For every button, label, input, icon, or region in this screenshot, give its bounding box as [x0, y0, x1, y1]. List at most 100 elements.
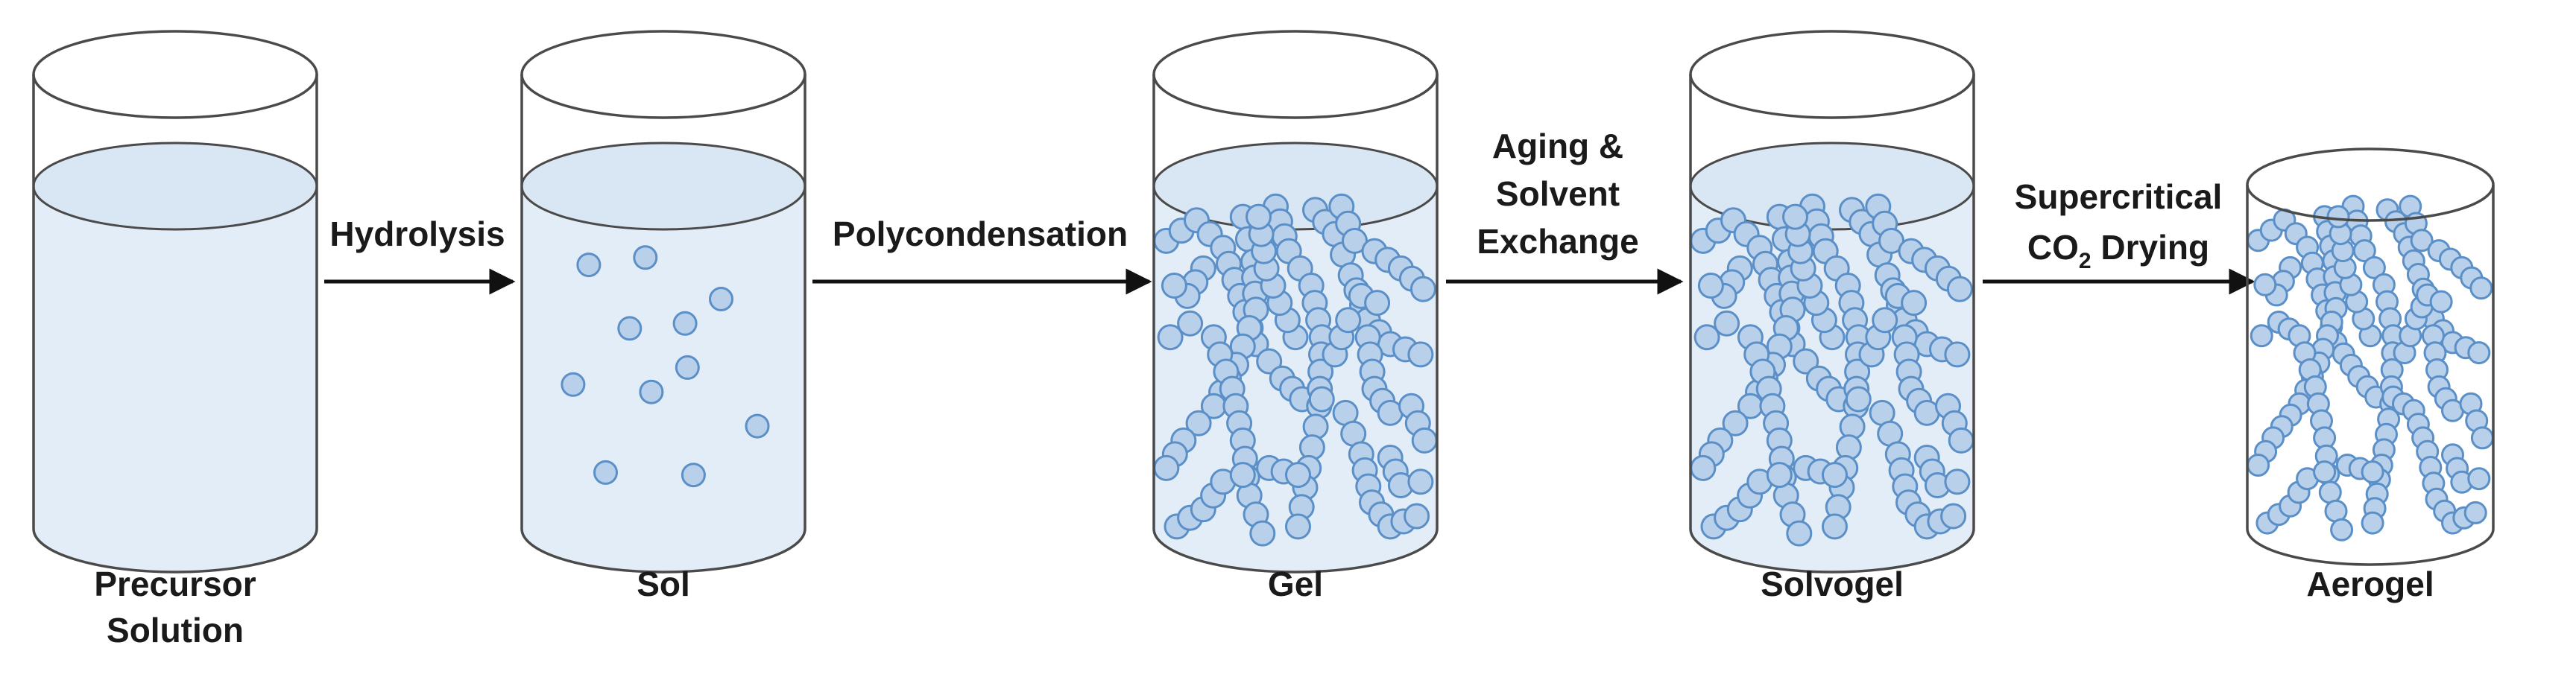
step-aging: Aging & Solvent Exchange — [1446, 127, 1684, 295]
network-particle — [2463, 501, 2487, 524]
beaker-aerogel — [2246, 147, 2495, 566]
network-particle — [1766, 462, 1793, 489]
network-particle — [1308, 386, 1335, 413]
beaker-rim — [1689, 30, 1975, 119]
network-particle — [1256, 348, 1283, 375]
sol-particle — [576, 253, 602, 278]
beaker-precursor — [32, 30, 318, 574]
sol-particle — [639, 379, 664, 404]
sol-particle — [593, 460, 618, 485]
network-particle — [1722, 410, 1749, 436]
step-label-line: Solvent — [1496, 174, 1620, 213]
network-particle — [1185, 410, 1212, 436]
network-particle — [2313, 460, 2337, 484]
step-label-co2-line: CO2 Drying — [2027, 228, 2209, 273]
network-particle — [2470, 426, 2494, 450]
step-label-line: Exchange — [1477, 222, 1638, 261]
network-particle — [2318, 480, 2342, 504]
beaker-solvogel — [1689, 30, 1975, 574]
sol-particle — [617, 316, 643, 341]
network-particle — [1714, 310, 1740, 337]
stage-sol: Sol — [520, 30, 806, 603]
step-hydrolysis: Hydrolysis — [324, 215, 516, 295]
network-particle — [1153, 454, 1180, 481]
network-particle — [1786, 520, 1813, 547]
liquid-surface — [520, 142, 806, 231]
network-particle — [1411, 427, 1438, 454]
network-particle — [1901, 290, 1928, 317]
network-particle — [2467, 467, 2491, 491]
network-particle — [2253, 273, 2277, 296]
sol-particle — [675, 355, 700, 380]
network-particle — [1409, 276, 1436, 302]
beaker-rim — [1152, 30, 1439, 119]
network-particle — [2410, 229, 2434, 253]
network-particle — [2469, 276, 2493, 300]
beaker-gel — [1152, 30, 1439, 574]
sol-particle — [672, 311, 698, 336]
beaker-wall — [2246, 185, 2495, 566]
sol-particle — [633, 245, 658, 270]
stage-gel: Gel — [1152, 30, 1439, 603]
liquid-body — [522, 143, 805, 572]
network-particle — [2467, 341, 2491, 365]
beaker-wall — [32, 74, 318, 574]
step-polycondensation: Polycondensation — [812, 215, 1152, 295]
network-particle — [1690, 454, 1717, 481]
network-particle — [1246, 203, 1272, 230]
stage-label-line: Solvogel — [1761, 565, 1904, 603]
drying-word-text: Drying — [2100, 228, 2209, 267]
network-particle — [1946, 276, 1973, 302]
beaker-wall — [520, 74, 806, 574]
network-particle — [1285, 513, 1311, 540]
sol-particle — [709, 287, 733, 311]
network-particle — [1845, 386, 1872, 413]
network-particle — [1229, 462, 1256, 489]
liquid-surface — [32, 142, 318, 231]
stage-label-line: Gel — [1268, 565, 1323, 603]
stage-label-line: Sol — [637, 565, 690, 603]
beaker-rim — [2246, 147, 2495, 222]
network-particle — [1161, 273, 1187, 299]
network-particle — [1872, 307, 1898, 334]
network-particle — [1697, 273, 1724, 299]
co2-subscript: 2 — [2079, 249, 2092, 273]
network-particle — [1944, 469, 1971, 495]
network-particle — [2361, 511, 2384, 535]
network-particle — [1364, 290, 1391, 317]
stage-solvogel: Solvogel — [1689, 30, 1975, 603]
co2-formula: CO — [2027, 228, 2079, 267]
network-particle — [2361, 460, 2384, 484]
network-particle — [1944, 341, 1971, 368]
network-particle — [1693, 324, 1720, 351]
beaker-rim — [32, 30, 318, 119]
stage-label-line: Aerogel — [2306, 565, 2434, 603]
step-drying: Supercritical CO2 Drying — [1983, 177, 2255, 295]
stage-precursor: Precursor Solution — [32, 30, 318, 650]
stage-label-line: Precursor — [94, 565, 256, 603]
sol-particle — [561, 372, 586, 397]
network-particle — [1940, 503, 1967, 530]
step-label-line: Supercritical — [2015, 177, 2223, 216]
beaker-rim — [520, 30, 806, 119]
step-label-line: Hydrolysis — [329, 215, 505, 253]
network-particle — [2326, 205, 2350, 229]
network-particle — [1793, 348, 1819, 375]
network-particle — [1822, 462, 1848, 489]
network-particle — [1177, 310, 1204, 337]
stage-label-line: Solution — [107, 611, 244, 650]
sol-particle — [681, 463, 706, 488]
stage-aerogel: Aerogel — [2246, 147, 2495, 603]
beaker-sol — [520, 30, 806, 574]
beaker-wall — [1152, 74, 1439, 574]
network-particle — [1782, 203, 1808, 230]
network-particle — [2250, 324, 2273, 348]
network-particle — [1404, 503, 1430, 530]
network-particle — [1822, 513, 1848, 540]
network-particle — [1407, 469, 1434, 495]
network-particle — [1335, 307, 1362, 334]
network-particle — [1157, 324, 1184, 351]
liquid-body — [34, 143, 317, 572]
network-particle — [1948, 427, 1974, 454]
